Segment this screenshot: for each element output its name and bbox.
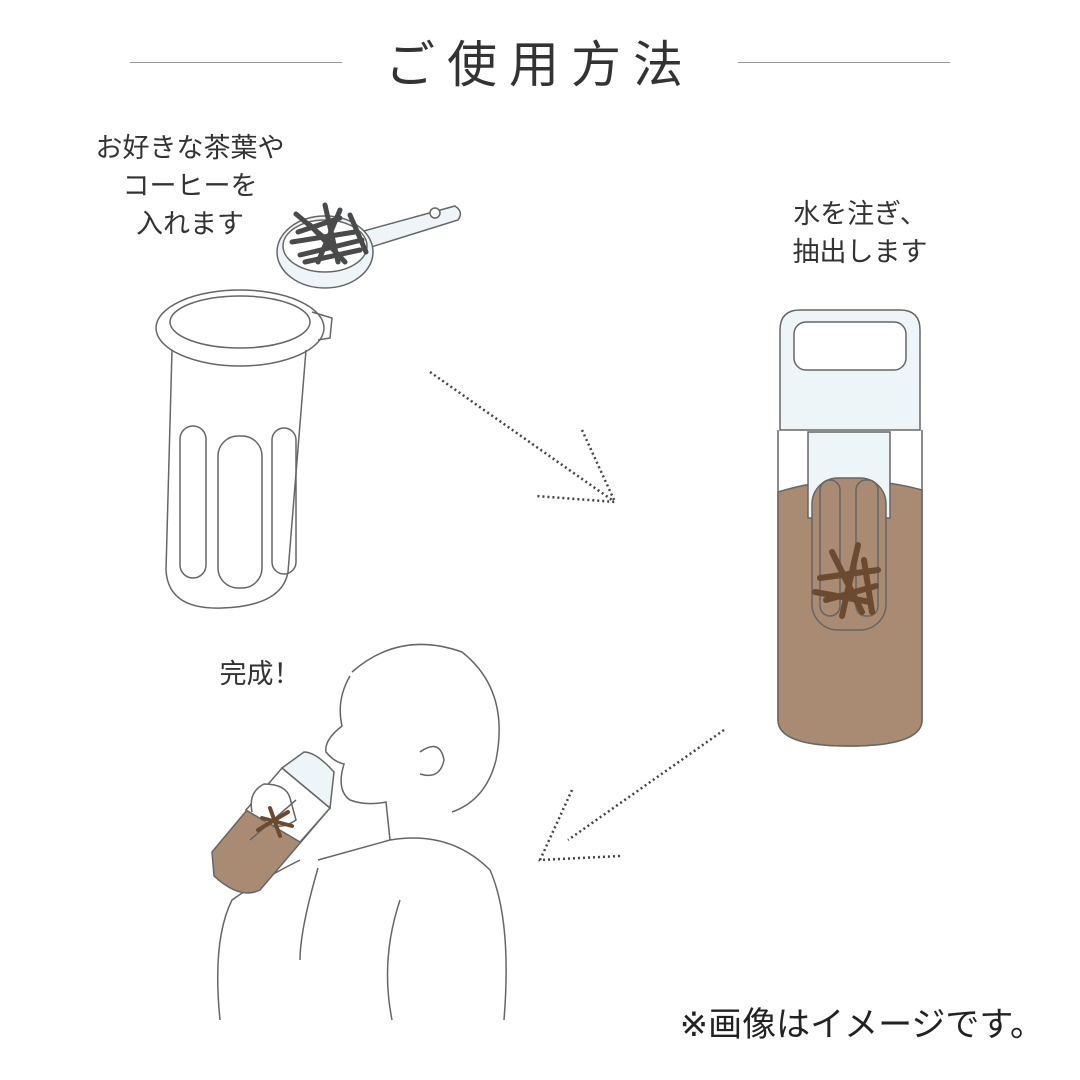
step-1-caption: お好きな茶葉や コーヒーを 入れます <box>70 130 310 244</box>
step-3-caption: 完成！ <box>200 656 320 694</box>
tea-leaves-icon <box>289 202 369 265</box>
page-title: ご使用方法 <box>385 36 695 94</box>
title-row: ご使用方法 <box>0 30 1080 100</box>
person-drinking-icon <box>217 643 507 1021</box>
filter-strainer-icon <box>155 289 333 609</box>
brewing-bottle-icon <box>777 309 923 747</box>
disclaimer-note: ※画像はイメージです。 <box>679 1005 1044 1045</box>
drinking-bottle-icon <box>211 751 335 894</box>
step-1-line-2: コーヒーを <box>122 171 258 202</box>
title-divider-left <box>130 62 342 63</box>
title-divider-right <box>738 62 950 63</box>
arrow-step-2-to-3-icon <box>538 728 725 862</box>
step-3-line-1: 完成！ <box>219 659 301 690</box>
step-2-line-1: 水を注ぎ、 <box>793 199 927 230</box>
arrow-step-1-to-2-icon <box>429 370 618 504</box>
step-1-line-1: お好きな茶葉や <box>95 133 285 164</box>
step-2-caption: 水を注ぎ、 抽出します <box>760 196 960 272</box>
brewed-leaves-icon <box>812 542 881 619</box>
drinking-bottle-leaves-icon <box>256 806 294 838</box>
step-1-line-3: 入れます <box>136 209 244 240</box>
step-2-line-2: 抽出します <box>792 237 928 268</box>
